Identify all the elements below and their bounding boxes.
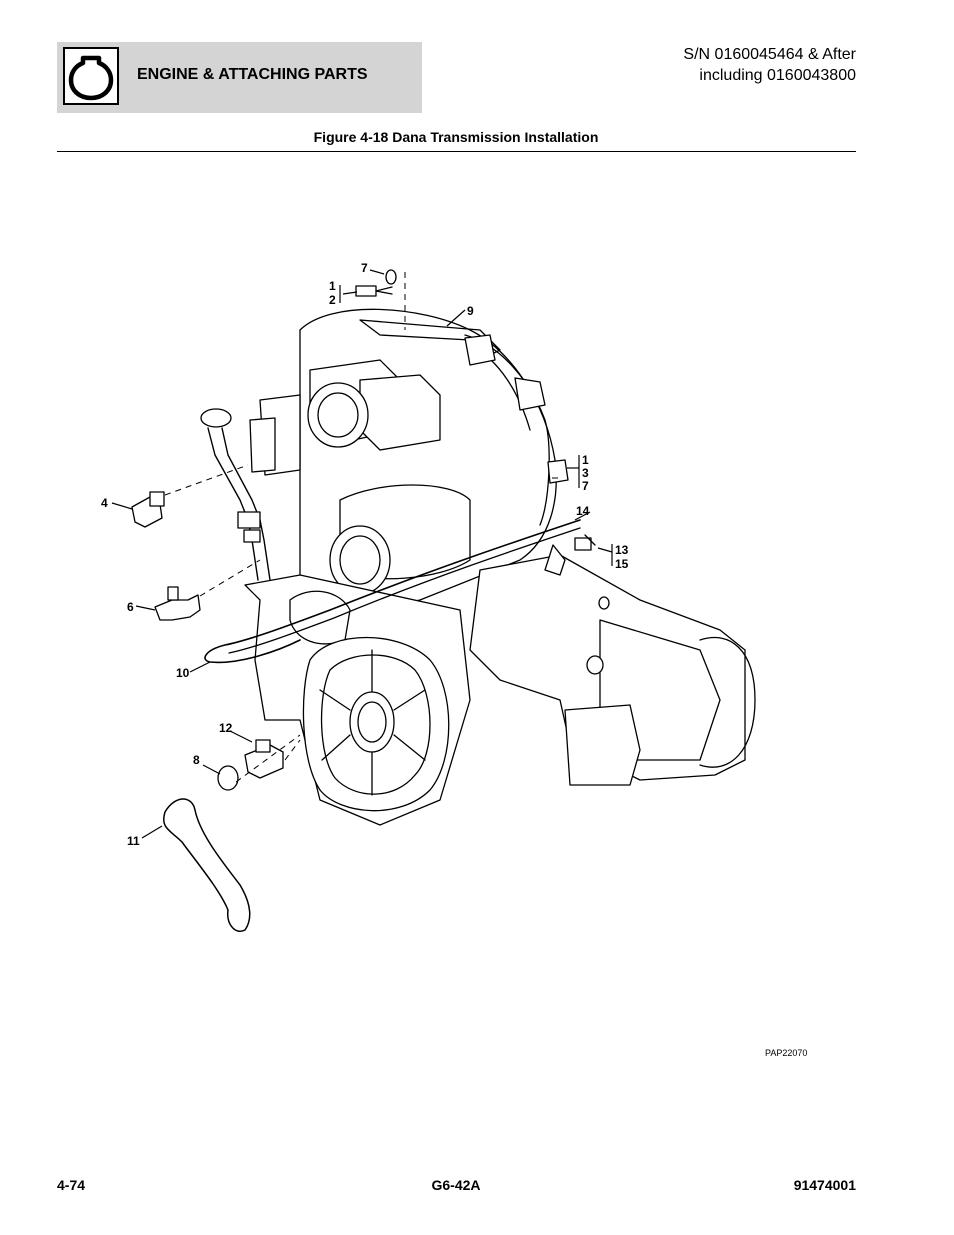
callout-2: 2 (329, 293, 336, 307)
section-header: ENGINE & ATTACHING PARTS (57, 42, 422, 113)
callout-14: 14 (576, 504, 590, 518)
callout-11: 11 (127, 834, 140, 848)
drawing-code: PAP22070 (765, 1048, 807, 1058)
callout-7: 7 (361, 261, 368, 275)
page-number: 4-74 (57, 1177, 86, 1193)
serial-number: S/N 0160045464 & After including 0160043… (683, 44, 856, 86)
model-number: G6-42A (431, 1177, 481, 1193)
header-rule (57, 151, 856, 152)
callout-12: 12 (219, 721, 233, 735)
callout-6: 6 (127, 600, 134, 614)
figure-title: Figure 4-18 Dana Transmission Installati… (313, 129, 599, 145)
callout-4: 4 (101, 496, 108, 510)
callout-8: 8 (193, 753, 200, 767)
serial-line-2: including 0160043800 (699, 67, 856, 84)
callout-10: 10 (176, 666, 190, 680)
engine-icon (63, 47, 119, 105)
callout-13: 13 (615, 543, 629, 557)
callout-15: 15 (615, 557, 629, 571)
callout-1: 1 (329, 279, 336, 293)
section-title: ENGINE & ATTACHING PARTS (137, 66, 368, 83)
callout-7b: 7 (582, 479, 589, 493)
callout-3: 3 (582, 466, 589, 480)
serial-line-1: S/N 0160045464 & After (683, 46, 856, 63)
callout-9: 9 (467, 304, 474, 318)
document-number: 91474001 (793, 1177, 856, 1193)
callout-1b: 1 (582, 453, 589, 467)
